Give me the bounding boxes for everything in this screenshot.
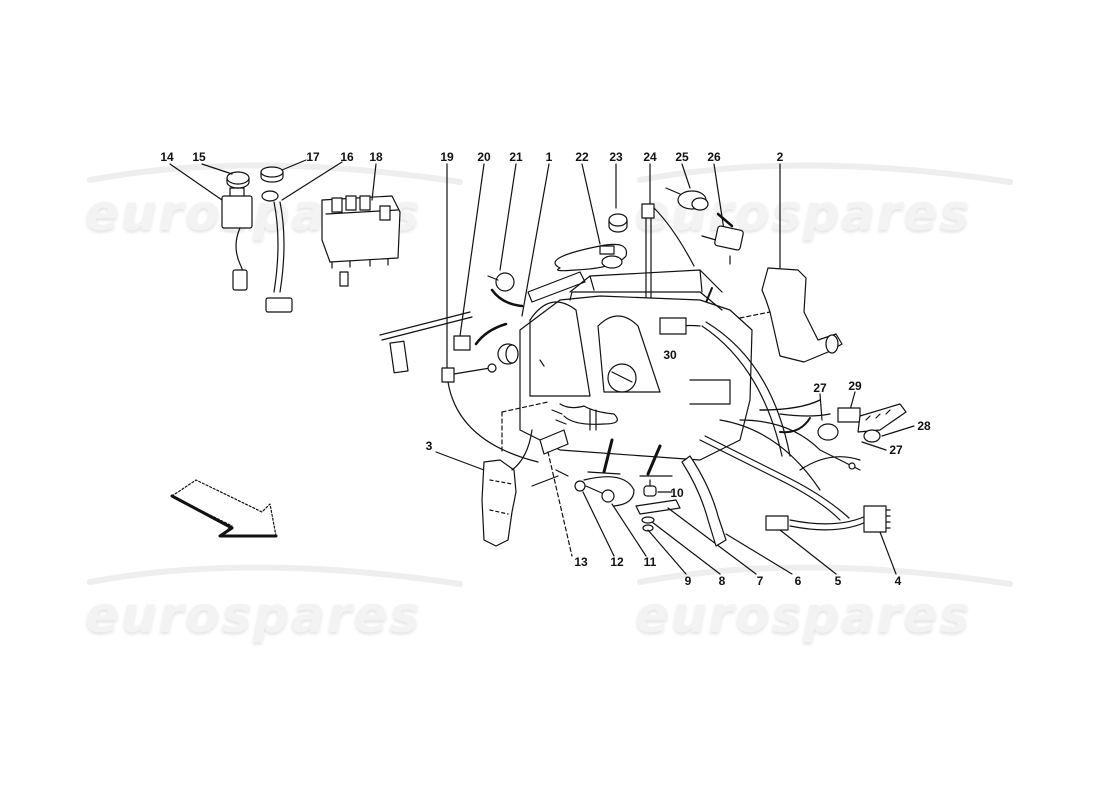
watermark-eurospares-bottom-right: eurospares (635, 586, 972, 644)
callout-17[interactable]: 17 (306, 150, 320, 164)
callout-23[interactable]: 23 (609, 150, 623, 164)
callout-6[interactable]: 6 (794, 574, 802, 588)
callout-29[interactable]: 29 (848, 379, 862, 393)
callout-3[interactable]: 3 (425, 439, 433, 453)
callout-20[interactable]: 20 (477, 150, 491, 164)
callout-27-upper[interactable]: 27 (813, 381, 827, 395)
watermark-eurospares-bottom-left: eurospares (85, 586, 422, 644)
callout-15[interactable]: 15 (192, 150, 206, 164)
callout-12[interactable]: 12 (610, 555, 624, 569)
callout-19[interactable]: 19 (440, 150, 454, 164)
hvac-housing (519, 269, 791, 461)
callout-14[interactable]: 14 (160, 150, 174, 164)
callout-10[interactable]: 10 (670, 486, 684, 500)
callout-1[interactable]: 1 (545, 150, 553, 164)
forward-direction-arrow (170, 479, 278, 538)
part-18-control-module (321, 195, 401, 287)
callout-30[interactable]: 30 (663, 348, 677, 362)
callout-8[interactable]: 8 (718, 574, 726, 588)
part-16-control (260, 166, 293, 313)
callout-13[interactable]: 13 (574, 555, 588, 569)
callout-22[interactable]: 22 (575, 150, 589, 164)
callout-7[interactable]: 7 (756, 574, 764, 588)
callout-4[interactable]: 4 (894, 574, 902, 588)
callout-18[interactable]: 18 (369, 150, 383, 164)
callout-24[interactable]: 24 (643, 150, 657, 164)
callout-25[interactable]: 25 (675, 150, 689, 164)
part-14-switch (221, 171, 253, 291)
callout-21[interactable]: 21 (509, 150, 523, 164)
callout-9[interactable]: 9 (684, 574, 692, 588)
callout-11[interactable]: 11 (643, 555, 657, 569)
callout-26[interactable]: 26 (707, 150, 721, 164)
callout-28[interactable]: 28 (917, 419, 931, 433)
callout-16[interactable]: 16 (340, 150, 354, 164)
callout-5[interactable]: 5 (834, 574, 842, 588)
callout-27-lower[interactable]: 27 (889, 443, 903, 457)
callout-2[interactable]: 2 (776, 150, 784, 164)
